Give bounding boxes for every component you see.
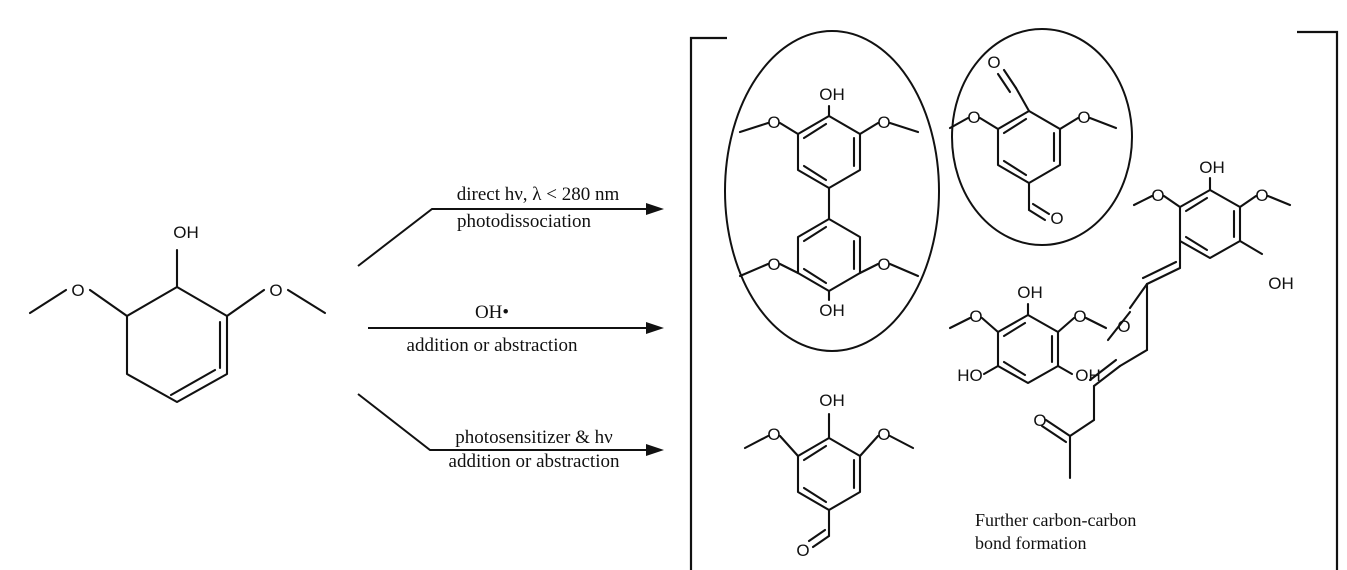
dialdehyde-o-top: O bbox=[987, 53, 1000, 72]
svg-text:O: O bbox=[1255, 186, 1268, 205]
svg-text:O: O bbox=[967, 108, 980, 127]
svg-text:O: O bbox=[877, 425, 890, 444]
svg-text:O: O bbox=[877, 113, 890, 132]
circle-dialdehyde bbox=[951, 28, 1133, 246]
svg-text:O: O bbox=[1073, 307, 1086, 326]
biphenyl-oh-top: OH bbox=[819, 85, 845, 104]
circle-biphenyl bbox=[724, 30, 940, 352]
triol-oh-right: OH bbox=[1075, 366, 1101, 385]
reactant-dimethoxyphenol: OH O O bbox=[28, 223, 327, 404]
carbon-carbon-note: Further carbon-carbon bond formation bbox=[975, 510, 1136, 553]
syringaldehyde-oh: OH bbox=[819, 391, 845, 410]
product-bracket bbox=[689, 30, 1339, 570]
arrow1-bottom-label: photodissociation bbox=[457, 211, 592, 232]
note-line2: bond formation bbox=[975, 533, 1086, 553]
svg-text:O: O bbox=[1077, 108, 1090, 127]
dialdehyde-o-bottom: O bbox=[1050, 209, 1063, 228]
product-syringaldehyde: OH O O O bbox=[743, 391, 915, 560]
product-triol: OH O O HO OH bbox=[948, 283, 1108, 385]
svg-text:O: O bbox=[767, 425, 780, 444]
reactant-o-right: O bbox=[269, 281, 282, 300]
reactant-o-left: O bbox=[71, 281, 84, 300]
svg-text:O: O bbox=[969, 307, 982, 326]
note-line1: Further carbon-carbon bbox=[975, 510, 1136, 530]
arrow3-bottom-label: addition or abstraction bbox=[449, 451, 620, 472]
arrow3-top-label: photosensitizer & hν bbox=[455, 427, 613, 448]
svg-text:O: O bbox=[1117, 317, 1130, 336]
biphenyl-oh-bottom: OH bbox=[819, 301, 845, 320]
svg-text:O: O bbox=[1151, 186, 1164, 205]
arrow-photosensitizer: photosensitizer & hν addition or abstrac… bbox=[357, 393, 664, 472]
arrow-photodissociation: direct hν, λ < 280 nm photodissociation bbox=[357, 184, 664, 267]
syringaldehyde-o: O bbox=[796, 541, 809, 560]
arrow-oh-radical: OH• addition or abstraction bbox=[368, 302, 664, 356]
product-biphenyl: OH O O OH O O bbox=[724, 30, 940, 352]
product-dialdehyde: O O O O bbox=[948, 28, 1133, 246]
svg-text:O: O bbox=[767, 255, 780, 274]
svg-text:O: O bbox=[767, 113, 780, 132]
arrow2-bottom-label: addition or abstraction bbox=[407, 335, 578, 356]
dimer-oh-right: OH bbox=[1268, 274, 1294, 293]
svg-text:O: O bbox=[877, 255, 890, 274]
triol-oh-top: OH bbox=[1017, 283, 1043, 302]
arrow1-top-label: direct hν, λ < 280 nm bbox=[457, 184, 620, 205]
dimer-o-ketone: O bbox=[1033, 411, 1046, 430]
arrow2-top-label: OH• bbox=[475, 302, 509, 323]
dimer-oh-top: OH bbox=[1199, 158, 1225, 177]
triol-oh-left: HO bbox=[957, 366, 983, 385]
product-coupled-dimer: OH O O OH O O bbox=[1033, 158, 1294, 480]
reactant-oh-label: OH bbox=[173, 223, 199, 242]
